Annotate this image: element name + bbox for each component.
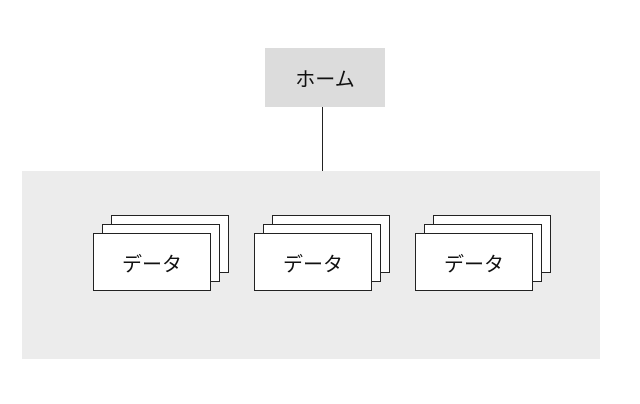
data-stack-3: データ [415,215,552,294]
home-node-label: ホーム [295,67,355,91]
data-node-label: データ [283,251,343,276]
data-node-3: データ [415,233,533,291]
data-node-label: データ [122,251,182,276]
home-node: ホーム [265,48,385,107]
connector-line [322,107,323,171]
data-stack-2: データ [254,215,391,294]
data-node-label: データ [444,251,504,276]
data-node-1: データ [93,233,211,291]
data-stack-1: データ [93,215,230,294]
data-node-2: データ [254,233,372,291]
